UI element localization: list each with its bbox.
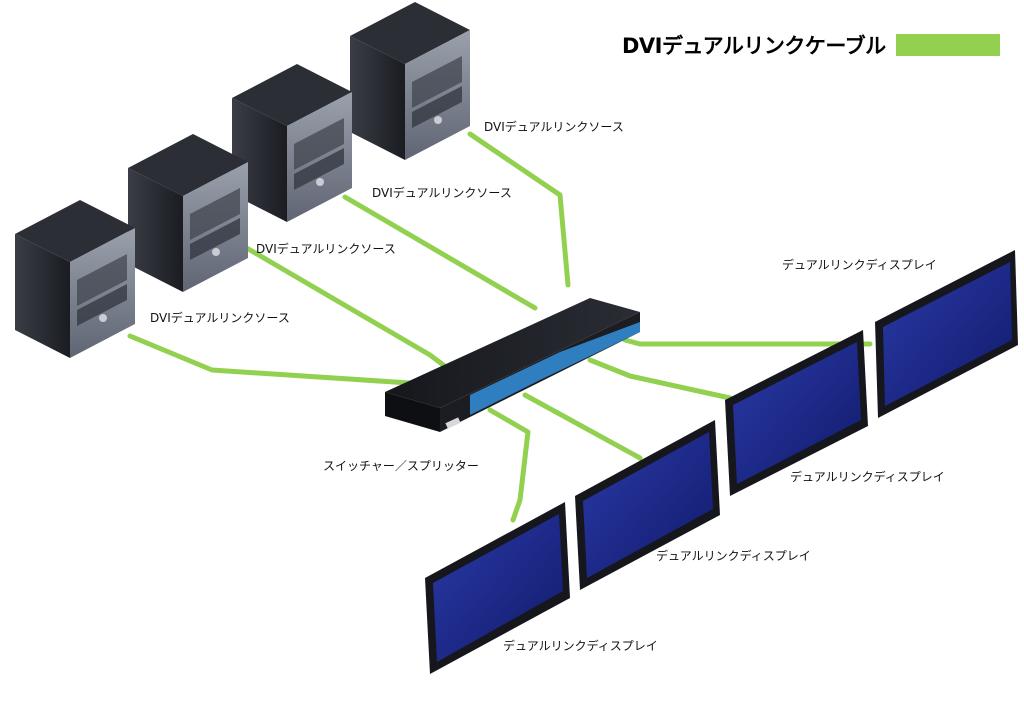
cable-display-3	[587, 357, 733, 401]
switch-accent-stripe	[470, 322, 640, 415]
display-label-4: デュアルリンクディスプレイ	[782, 258, 937, 272]
source-label-4: DVIデュアルリンクソース	[484, 120, 624, 134]
source-computer-3	[232, 64, 352, 222]
display-3	[725, 330, 868, 496]
source-computer-1	[15, 200, 135, 358]
source-computer-4	[350, 2, 470, 160]
source-label-1: DVIデュアルリンクソース	[150, 311, 290, 325]
display-2	[575, 420, 720, 590]
cable-group	[127, 131, 873, 523]
display-label-2: デュアルリンクディスプレイ	[656, 549, 811, 563]
display-1	[425, 502, 570, 674]
cable-source-4	[467, 131, 571, 288]
switch-label: スイッチャー／スプリッター	[323, 459, 479, 473]
source-label-2: DVIデュアルリンクソース	[256, 242, 396, 256]
display-label-3: デュアルリンクディスプレイ	[790, 470, 945, 484]
cable-source-2	[242, 244, 453, 373]
cable-display-1	[487, 407, 531, 523]
cable-source-1	[127, 333, 443, 388]
source-label-3: DVIデュアルリンクソース	[372, 186, 512, 200]
display-label-1: デュアルリンクディスプレイ	[503, 639, 658, 653]
switch-device	[385, 298, 640, 432]
cable-source-3	[342, 194, 538, 311]
cable-display-4	[622, 337, 873, 347]
cable-display-2	[522, 392, 643, 461]
legend-label: DVIデュアルリンクケーブル	[622, 34, 886, 58]
legend-cable-swatch	[895, 34, 1000, 56]
legend: DVIデュアルリンクケーブル	[622, 30, 1000, 60]
source-computer-2	[128, 134, 248, 292]
display-4	[875, 250, 1018, 418]
